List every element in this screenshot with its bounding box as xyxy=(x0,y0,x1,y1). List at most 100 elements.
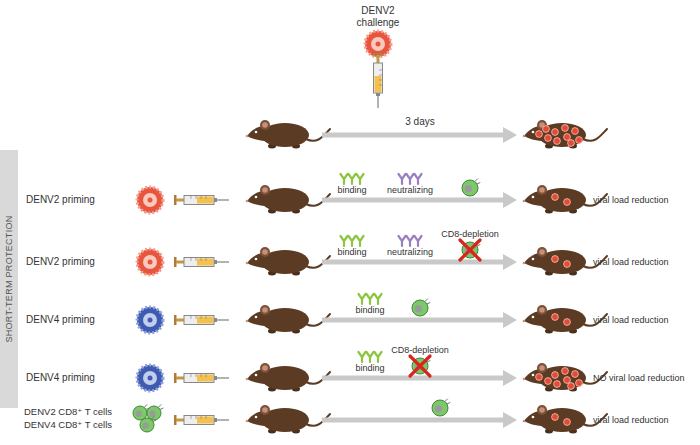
syringe-needle xyxy=(217,200,229,201)
t-cell-body xyxy=(140,418,154,432)
arrow-shaft xyxy=(322,133,505,138)
outcome-label: viral load reduction xyxy=(593,257,669,267)
depletion-label: CD8-depletion xyxy=(441,229,499,239)
cross-stroke xyxy=(410,356,430,376)
arrow-head xyxy=(503,127,517,143)
syringe-liquid xyxy=(197,375,213,382)
syringe-liquid xyxy=(375,76,382,92)
antibody-group xyxy=(341,174,364,184)
syringe-tick xyxy=(201,196,202,200)
mouse-ear xyxy=(537,405,547,415)
mouse-nose xyxy=(246,200,249,203)
mouse-icon xyxy=(246,185,330,214)
antibody-icon xyxy=(407,174,414,184)
mouse-nose xyxy=(246,320,249,323)
syringe-icon xyxy=(174,373,229,383)
syringe-tick xyxy=(379,85,383,86)
mouse-ear-inner xyxy=(539,365,545,371)
virus-envelope xyxy=(137,365,163,391)
antibody-icon xyxy=(375,294,382,304)
syringe-plunger xyxy=(176,261,184,264)
mouse-nose xyxy=(523,200,526,203)
virus-spot xyxy=(545,135,552,142)
antibody-icon xyxy=(349,174,356,184)
mouse-icon xyxy=(246,363,330,392)
virus-particle xyxy=(137,249,163,275)
mouse-icon xyxy=(523,120,607,149)
outcome-label: viral load reduction xyxy=(593,415,669,425)
virus-spot xyxy=(536,131,543,138)
antibody-label: neutralizing xyxy=(387,247,433,257)
arrow-head xyxy=(503,192,517,208)
syringe-tick xyxy=(191,416,192,420)
t-cell-receptor xyxy=(151,416,156,421)
virus-spot xyxy=(564,134,571,141)
arrow-head xyxy=(503,412,517,428)
cd8-t-cell xyxy=(140,416,156,432)
antibody-label: binding xyxy=(337,247,366,257)
syringe-tick xyxy=(379,80,383,81)
virus-core-dot xyxy=(148,376,153,381)
transfer-label: DENV4 CD8⁺ T cells xyxy=(24,420,112,431)
syringe-barrel xyxy=(184,258,214,267)
priming-label: DENV2 priming xyxy=(26,256,95,268)
syringe-needle xyxy=(217,420,229,421)
syringe-liquid xyxy=(197,259,213,266)
antibody-label: neutralizing xyxy=(387,185,433,195)
arrow-head xyxy=(503,370,517,386)
syringe-tick xyxy=(206,258,207,262)
mouse-icon xyxy=(246,405,330,434)
virus-spot xyxy=(552,314,559,321)
virus-spot xyxy=(554,138,561,145)
syringe-barrel xyxy=(184,196,214,205)
mouse-ear xyxy=(260,120,270,130)
arrow-head xyxy=(503,312,517,328)
antibody-icon xyxy=(367,352,374,362)
syringe-hub xyxy=(214,418,217,422)
mouse-eye xyxy=(255,316,258,319)
virus-spot xyxy=(552,194,559,201)
t-cell-receptor xyxy=(475,179,481,184)
cd8-t-cell xyxy=(432,399,450,416)
syringe-barrel xyxy=(184,416,214,425)
time-arrow xyxy=(322,412,517,428)
outcome-label: NO viral load reduction xyxy=(593,373,685,383)
antibody-group xyxy=(399,236,422,246)
virus-core-dot xyxy=(148,318,153,323)
mouse-nose xyxy=(523,378,526,381)
mouse-eye xyxy=(532,196,535,199)
syringe-tick xyxy=(196,416,197,420)
syringe-icon xyxy=(174,415,229,425)
mouse-ear-inner xyxy=(262,187,268,193)
syringe-plunger xyxy=(176,419,184,422)
virus-spot xyxy=(576,137,583,144)
syringe-icon xyxy=(174,315,229,325)
virus-spot xyxy=(554,381,561,388)
virus-core xyxy=(371,37,385,51)
virus-spot xyxy=(568,383,575,390)
antibody-icon xyxy=(341,174,348,184)
mouse-ear-inner xyxy=(262,122,268,128)
virus-core xyxy=(143,313,157,327)
mouse-ear xyxy=(260,405,270,415)
cross-stroke xyxy=(460,240,480,260)
mouse-ear xyxy=(260,185,270,195)
syringe-barrel xyxy=(184,316,214,325)
mouse-eye xyxy=(255,374,258,377)
syringe-tick xyxy=(196,196,197,200)
syringe-tick xyxy=(379,70,383,71)
mouse-nose xyxy=(523,135,526,138)
mouse-ear-inner xyxy=(262,249,268,255)
t-cell-body xyxy=(462,180,478,196)
mouse-icon xyxy=(246,247,330,276)
virus-spot xyxy=(568,140,575,147)
mouse-ear xyxy=(537,305,547,315)
virus-spot xyxy=(572,128,579,135)
syringe-tick xyxy=(206,416,207,420)
mouse-nose xyxy=(246,135,249,138)
antibody-icon xyxy=(349,236,356,246)
depletion-label: CD8-depletion xyxy=(391,345,449,355)
virus-spot xyxy=(552,256,559,263)
syringe-plunger xyxy=(176,377,184,380)
